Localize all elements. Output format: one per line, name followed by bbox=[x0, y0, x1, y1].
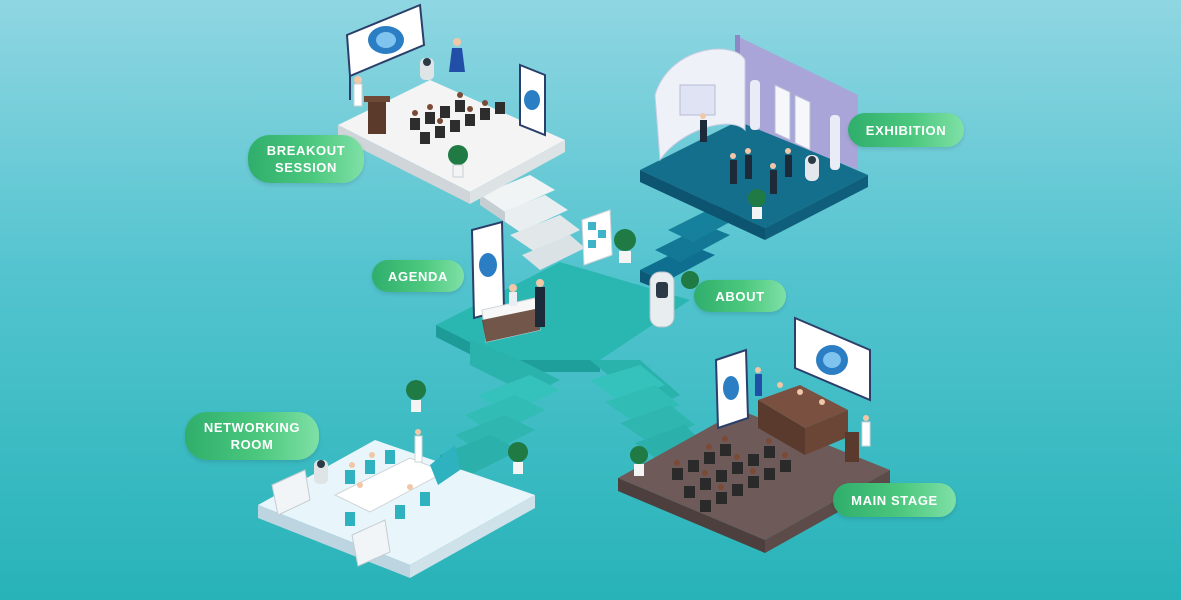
stairs-to-breakout bbox=[480, 175, 585, 270]
main-stage-label[interactable]: MAIN STAGE bbox=[833, 483, 956, 517]
breakout-room bbox=[338, 3, 565, 204]
agenda-text: AGENDA bbox=[388, 268, 448, 284]
about-label[interactable]: ABOUT bbox=[694, 280, 786, 312]
main-stage-text: MAIN STAGE bbox=[851, 492, 938, 508]
about-text: ABOUT bbox=[715, 288, 765, 304]
exhibition-room bbox=[640, 35, 868, 240]
networking-room-label[interactable]: NETWORKING ROOM bbox=[185, 412, 319, 460]
about-kiosk bbox=[649, 271, 699, 328]
exhibition-label[interactable]: EXHIBITION bbox=[848, 113, 964, 147]
exhibition-text: EXHIBITION bbox=[865, 122, 947, 138]
main-stage-room bbox=[618, 316, 890, 553]
networking-room bbox=[258, 380, 535, 578]
breakout-session-text: BREAKOUT SESSION bbox=[266, 143, 346, 175]
agenda-label[interactable]: AGENDA bbox=[372, 260, 464, 292]
breakout-screen bbox=[345, 3, 426, 100]
networking-room-text: NETWORKING ROOM bbox=[203, 420, 301, 452]
agenda-area bbox=[470, 220, 545, 343]
stairs-to-main-stage bbox=[590, 365, 700, 458]
breakout-session-label[interactable]: BREAKOUT SESSION bbox=[248, 135, 364, 183]
hub-shelf bbox=[581, 209, 636, 266]
